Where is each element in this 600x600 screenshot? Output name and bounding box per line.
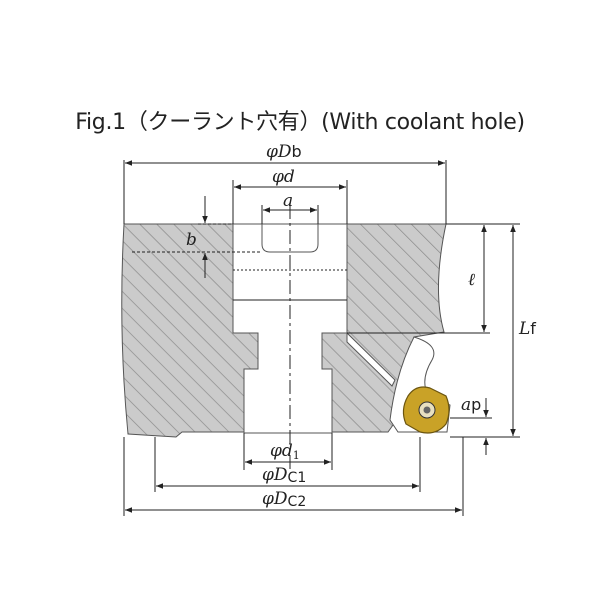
label-b: b [186, 230, 197, 250]
label-Dc2: φDC2 [262, 489, 306, 510]
label-d: φd [272, 167, 295, 187]
coolant-channel [346, 331, 396, 387]
label-Dc1: φDC1 [262, 465, 306, 486]
label-a: a [283, 191, 293, 211]
label-Lf: Lf [518, 319, 536, 339]
label-l: ℓ [468, 270, 475, 290]
label-Db: φDb [266, 142, 302, 162]
label-d1: φd1 [270, 441, 300, 462]
label-ap: ap [461, 395, 481, 415]
insert-screw-center [423, 406, 431, 414]
figure-title: Fig.1（クーラント穴有）(With coolant hole) [75, 110, 525, 135]
